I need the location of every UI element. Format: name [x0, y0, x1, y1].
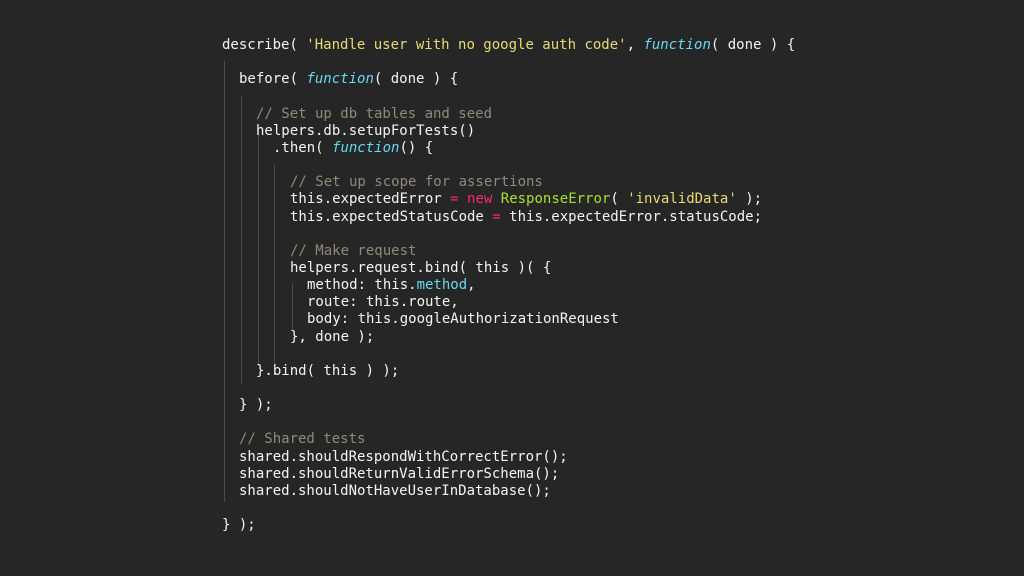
code-token-plain: ); [736, 191, 763, 208]
code-line: body: this.googleAuthorizationRequest [307, 311, 619, 328]
code-token-plain: }.bind( this ) ); [256, 362, 400, 379]
code-token-comment: // Make request [290, 242, 417, 259]
indent-guide [224, 61, 225, 502]
code-token-plain: route: this.route, [307, 294, 459, 311]
code-token-plain: shared.shouldReturnValidErrorSchema(); [239, 465, 560, 482]
code-token-plain: ( done ) { [373, 71, 459, 88]
code-line: this.expectedError = new ResponseError( … [290, 191, 762, 208]
code-line: }, done ); [290, 329, 374, 346]
code-token-class: ResponseError [500, 191, 611, 208]
code-line: route: this.route, [307, 294, 459, 311]
code-line: // Set up db tables and seed [256, 106, 492, 123]
code-token-keyword: function [306, 71, 374, 88]
code-line: } ); [222, 517, 256, 534]
code-token-plain: this.expectedError.statusCode; [500, 208, 763, 225]
code-token-plain: } ); [222, 517, 256, 534]
code-token-keyword: function [643, 37, 711, 53]
code-token-plain: describe( [222, 37, 307, 53]
code-token-comment: // Set up db tables and seed [256, 105, 493, 122]
code-token-plain [459, 191, 467, 207]
code-token-plain: }, done ); [290, 328, 375, 345]
code-token-plain: before( [239, 71, 307, 88]
indent-guide [274, 165, 275, 364]
code-line: before( function( done ) { [239, 71, 458, 88]
code-token-plain: shared.shouldNotHaveUserInDatabase(); [239, 482, 551, 499]
code-line: shared.shouldNotHaveUserInDatabase(); [239, 483, 551, 500]
code-token-plain: ( [610, 191, 628, 208]
code-line: this.expectedStatusCode = this.expectedE… [290, 209, 762, 226]
code-token-prop: method [416, 277, 468, 294]
code-line: // Make request [290, 243, 416, 260]
indent-guide [241, 96, 242, 384]
indent-guide [258, 130, 259, 366]
code-token-plain: method: this. [307, 277, 417, 294]
code-line: describe( 'Handle user with no google au… [222, 37, 795, 54]
code-token-plain: ( done ) { [710, 37, 796, 53]
code-token-plain: } ); [239, 397, 273, 414]
code-line: // Shared tests [239, 431, 365, 448]
code-token-string: 'invalidData' [627, 191, 737, 208]
indent-guide [292, 283, 293, 330]
code-token-plain: this.expectedStatusCode [290, 208, 493, 225]
code-token-keyword: function [332, 139, 400, 156]
code-line: shared.shouldRespondWithCorrectError(); [239, 449, 568, 466]
code-line: } ); [239, 397, 273, 414]
code-token-plain [492, 191, 500, 207]
code-token-string: 'Handle user with no google auth code' [306, 37, 627, 53]
code-token-comment: // Set up scope for assertions [290, 174, 543, 191]
code-token-plain: () { [399, 139, 434, 156]
code-token-operator: = [492, 208, 501, 225]
code-token-comment: // Shared tests [239, 431, 366, 448]
code-line: helpers.request.bind( this )( { [290, 260, 551, 277]
code-token-plain: , [626, 37, 644, 53]
code-token-plain: helpers.request.bind( this )( { [290, 259, 552, 276]
code-token-plain: shared.shouldRespondWithCorrectError(); [239, 448, 568, 465]
code-line: helpers.db.setupForTests() [256, 123, 475, 140]
code-token-plain: .then( [273, 139, 333, 156]
code-line: }.bind( this ) ); [256, 363, 399, 380]
code-line: shared.shouldReturnValidErrorSchema(); [239, 466, 559, 483]
code-line: .then( function() { [273, 140, 433, 157]
code-token-plain: helpers.db.setupForTests() [256, 122, 476, 139]
code-token-operator: new [467, 191, 493, 208]
code-token-plain: , [467, 277, 476, 294]
code-token-operator: = [450, 191, 459, 208]
code-token-plain: this.expectedError [290, 191, 451, 208]
code-token-plain: body: this.googleAuthorizationRequest [307, 311, 619, 328]
code-line: method: this.method, [307, 277, 476, 294]
code-line: // Set up scope for assertions [290, 174, 543, 191]
